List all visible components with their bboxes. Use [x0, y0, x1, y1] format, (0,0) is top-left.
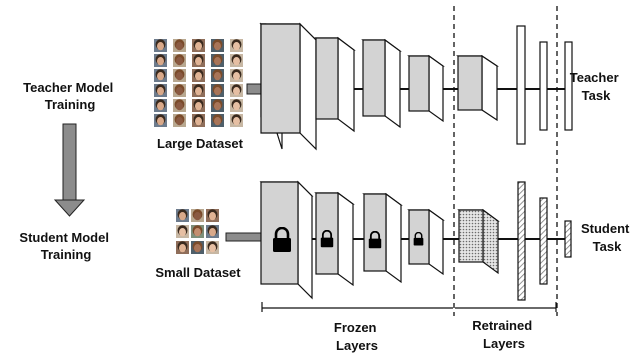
face-thumbnail	[176, 225, 189, 238]
small-dataset-label: Small Dataset	[155, 265, 241, 280]
student-stage-label: Student Model Training	[19, 230, 112, 262]
face-thumbnail	[154, 69, 167, 82]
teacher-task-line2: Task	[582, 88, 611, 103]
student-stage-line2: Training	[41, 247, 92, 262]
teacher-network	[259, 22, 573, 151]
student-fc-layer-1	[517, 181, 526, 301]
teacher-conv-block-2	[314, 36, 356, 133]
face-thumbnail	[192, 69, 205, 82]
face-thumbnail	[211, 54, 224, 67]
face-thumbnail	[230, 69, 243, 82]
student-stage-line1: Student Model	[19, 230, 109, 245]
stage-transition-arrow	[53, 123, 86, 217]
face-thumbnail	[192, 39, 205, 52]
face-thumbnail	[176, 241, 189, 254]
face-thumbnail	[154, 84, 167, 97]
retrained-layers-bracket	[455, 302, 557, 312]
student-retrained-conv-block	[457, 208, 500, 275]
frozen-line2: Layers	[336, 338, 378, 353]
face-thumbnail	[173, 114, 186, 127]
student-output-layer	[564, 220, 572, 258]
face-thumbnail	[206, 241, 219, 254]
face-thumbnail	[173, 99, 186, 112]
frozen-line1: Frozen	[334, 320, 377, 335]
face-thumbnail	[173, 69, 186, 82]
student-conv-block-2	[314, 191, 355, 287]
teacher-output-layer	[564, 41, 573, 131]
face-thumbnail	[154, 99, 167, 112]
student-network	[259, 180, 572, 301]
teacher-fc-layer-2	[539, 41, 548, 131]
face-thumbnail	[211, 39, 224, 52]
face-thumbnail	[211, 99, 224, 112]
face-thumbnail	[230, 54, 243, 67]
face-thumbnail	[192, 99, 205, 112]
face-thumbnail	[154, 39, 167, 52]
face-thumbnail	[191, 241, 204, 254]
face-thumbnail	[154, 114, 167, 127]
teacher-task-label: Teacher Task	[570, 70, 623, 103]
teacher-stage-line2: Training	[45, 97, 96, 112]
teacher-fc-layer-1	[516, 25, 526, 145]
teacher-conv-block-3	[361, 38, 402, 129]
face-thumbnail	[173, 54, 186, 67]
face-thumbnail	[173, 39, 186, 52]
face-thumbnail	[230, 114, 243, 127]
student-conv-block-1	[259, 180, 314, 300]
student-fc-layer-2	[539, 197, 548, 285]
small-dataset-image-grid	[176, 209, 219, 254]
face-thumbnail	[230, 99, 243, 112]
frozen-layers-bracket	[261, 302, 453, 312]
face-thumbnail	[154, 54, 167, 67]
face-thumbnail	[211, 114, 224, 127]
student-task-label: Student Task	[581, 221, 633, 254]
face-thumbnail	[192, 54, 205, 67]
face-thumbnail	[211, 69, 224, 82]
face-thumbnail	[176, 209, 189, 222]
student-conv-block-4	[407, 208, 445, 276]
frozen-layers-label: Frozen Layers	[334, 320, 380, 353]
teacher-conv-block-5	[456, 54, 499, 122]
teacher-conv-block-4	[407, 54, 445, 123]
retrained-layers-label: Retrained Layers	[472, 318, 536, 351]
teacher-stage-label: Teacher Model Training	[23, 80, 117, 112]
face-thumbnail	[206, 209, 219, 222]
face-thumbnail	[230, 84, 243, 97]
face-thumbnail	[192, 84, 205, 97]
student-task-line1: Student	[581, 221, 630, 236]
face-thumbnail	[173, 84, 186, 97]
face-thumbnail	[206, 225, 219, 238]
face-thumbnail	[211, 84, 224, 97]
face-thumbnail	[191, 209, 204, 222]
teacher-task-line1: Teacher	[570, 70, 619, 85]
large-dataset-label: Large Dataset	[157, 136, 244, 151]
face-thumbnail	[191, 225, 204, 238]
student-task-line2: Task	[593, 239, 622, 254]
retrained-line2: Layers	[483, 336, 525, 351]
retrained-line1: Retrained	[472, 318, 532, 333]
student-conv-block-3	[362, 192, 403, 284]
teacher-conv-block-1	[259, 22, 318, 151]
teacher-stage-line1: Teacher Model	[23, 80, 113, 95]
face-thumbnail	[192, 114, 205, 127]
face-thumbnail	[230, 39, 243, 52]
large-dataset-image-grid	[154, 39, 243, 127]
